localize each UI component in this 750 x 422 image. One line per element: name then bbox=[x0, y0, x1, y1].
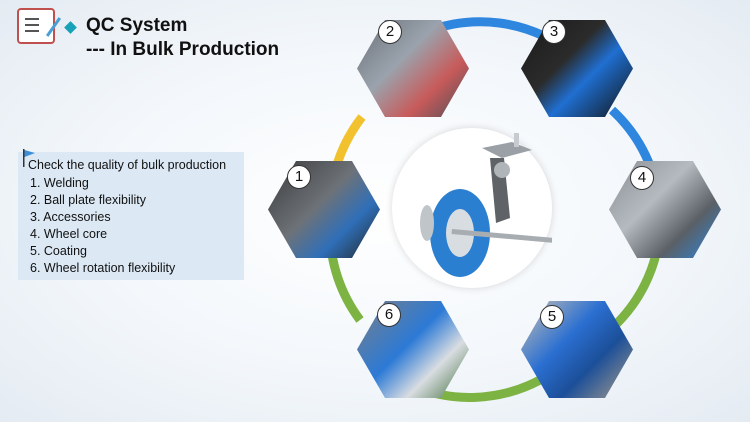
notepad-pen-icon bbox=[17, 8, 62, 44]
info-heading: Check the quality of bulk production bbox=[28, 158, 227, 172]
list-item: 6. Wheel rotation flexibility bbox=[30, 261, 176, 275]
step-4-photo bbox=[609, 161, 721, 258]
step-badge-3: 3 bbox=[542, 20, 566, 44]
flag-icon bbox=[23, 149, 35, 167]
step-badge-1: 1 bbox=[287, 165, 311, 189]
page-title: QC System --- In Bulk Production bbox=[86, 14, 279, 62]
info-panel bbox=[18, 152, 244, 280]
step-3-photo bbox=[521, 20, 633, 117]
list-item: 5. Coating bbox=[30, 244, 87, 258]
title-line-1: QC System bbox=[86, 15, 188, 36]
step-badge-5: 5 bbox=[540, 305, 564, 329]
list-item: 1. Welding bbox=[30, 176, 89, 190]
step-badge-6: 6 bbox=[377, 303, 401, 327]
list-item: 4. Wheel core bbox=[30, 227, 108, 241]
list-item: 3. Accessories bbox=[30, 210, 111, 224]
caster-wheel-image bbox=[392, 128, 562, 288]
step-5-photo bbox=[521, 301, 633, 398]
step-badge-4: 4 bbox=[630, 166, 654, 190]
list-item: 2. Ball plate flexibility bbox=[30, 193, 147, 207]
check-list: 1. Welding 2. Ball plate flexibility 3. … bbox=[30, 175, 175, 277]
step-badge-2: 2 bbox=[378, 20, 402, 44]
title-line-2: --- In Bulk Production bbox=[86, 39, 280, 60]
